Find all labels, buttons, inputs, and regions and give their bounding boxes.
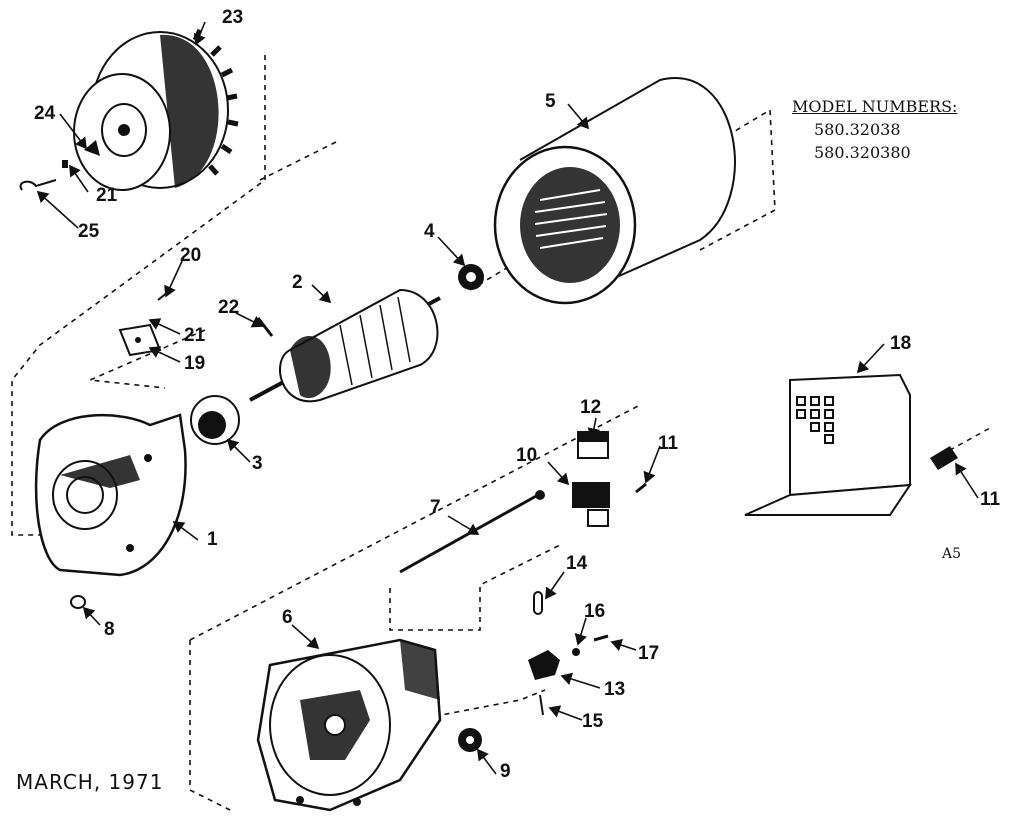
callout-24: 24 — [34, 103, 56, 124]
callout-3: 3 — [252, 453, 263, 474]
callout-12: 12 — [580, 397, 602, 418]
switch-assembly-part-10 — [572, 482, 610, 527]
callout-22: 22 — [218, 297, 240, 318]
rear-end-bell-part-6 — [256, 638, 442, 812]
callout-11-plate: 11 — [980, 489, 1001, 510]
callout-23: 23 — [222, 7, 244, 28]
callout-4: 4 — [424, 221, 435, 242]
model-numbers-title: MODEL NUMBERS: — [792, 97, 958, 116]
sheet-code: A5 — [942, 546, 962, 562]
washer-part-8 — [70, 595, 86, 609]
callout-2: 2 — [292, 272, 303, 293]
callout-19: 19 — [184, 353, 206, 374]
cover-plate-part-18 — [744, 373, 912, 516]
front-end-bell-part-1 — [34, 413, 187, 577]
rotor-part-2 — [249, 288, 441, 403]
callout-13: 13 — [604, 679, 626, 700]
callout-11-switch: 11 — [658, 433, 679, 454]
callout-20: 20 — [180, 245, 202, 266]
callout-16: 16 — [584, 601, 606, 622]
callout-25: 25 — [78, 221, 100, 242]
callout-15: 15 — [582, 711, 604, 732]
key-part-25 — [19, 179, 57, 191]
callout-6: 6 — [282, 607, 293, 628]
callout-1: 1 — [207, 529, 218, 550]
fan-end-bell-part-23 — [73, 28, 239, 191]
assembly-guide-lines — [11, 55, 776, 811]
grommet-part-11 — [930, 427, 991, 470]
screw-part-11 — [635, 482, 647, 494]
callout-8: 8 — [104, 619, 115, 640]
callout-5: 5 — [545, 91, 556, 112]
washer-part-16 — [572, 648, 580, 656]
callout-17: 17 — [638, 643, 660, 664]
bearing-sleeve-part-3 — [190, 395, 240, 445]
terminal-block-part-13 — [528, 650, 560, 680]
callout-14: 14 — [566, 553, 588, 574]
screw-part-15 — [539, 694, 544, 716]
model-number-1: 580.32038 — [814, 120, 901, 139]
callout-18: 18 — [890, 333, 912, 354]
diagram-date: MARCH, 1971 — [16, 770, 164, 794]
callout-7: 7 — [430, 497, 441, 518]
callout-leaders — [36, 21, 979, 775]
bushing-part-9 — [458, 728, 482, 752]
screw-part-21 — [62, 160, 68, 168]
pin-part-22 — [256, 317, 274, 337]
screw-part-17 — [593, 634, 609, 642]
callout-21-mid: 21 — [184, 325, 206, 346]
bearing-part-4 — [458, 264, 484, 290]
model-number-2: 580.320380 — [814, 143, 911, 162]
callout-21-top: 21 — [96, 185, 118, 206]
callout-9: 9 — [500, 761, 511, 782]
callout-10: 10 — [516, 445, 538, 466]
connector-part-14 — [533, 591, 543, 615]
stator-housing-part-5 — [493, 77, 736, 305]
